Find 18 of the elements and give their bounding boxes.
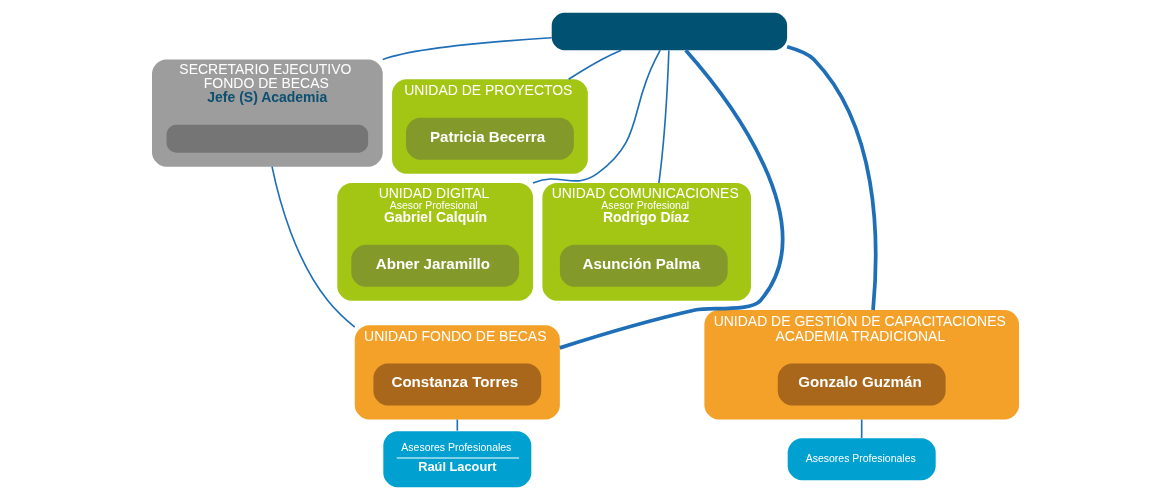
node-box: Constanza Torres [372,363,541,406]
node-box: Abner Jaramillo [350,244,519,287]
node-box: Gonzalo Guzmán [777,363,946,406]
connector [567,49,622,81]
connector [456,418,458,432]
connector [786,44,877,311]
connector [531,49,661,184]
connector [860,418,862,439]
node-box: Asunción Palma [559,244,728,287]
node-box [551,12,787,51]
connector [381,36,552,61]
cluster: SECRETARIO EJECUTIVO FONDO DE BECAS Jefe (S) Academia [151,59,383,167]
connector [657,49,670,184]
node-box [166,124,368,153]
node-box: Patricia Becerra [405,117,574,160]
connector [270,165,356,328]
node-box: Asesores Profesionales Raúl Lacourt [382,431,531,488]
node-box: Asesores Profesionales [787,438,936,481]
